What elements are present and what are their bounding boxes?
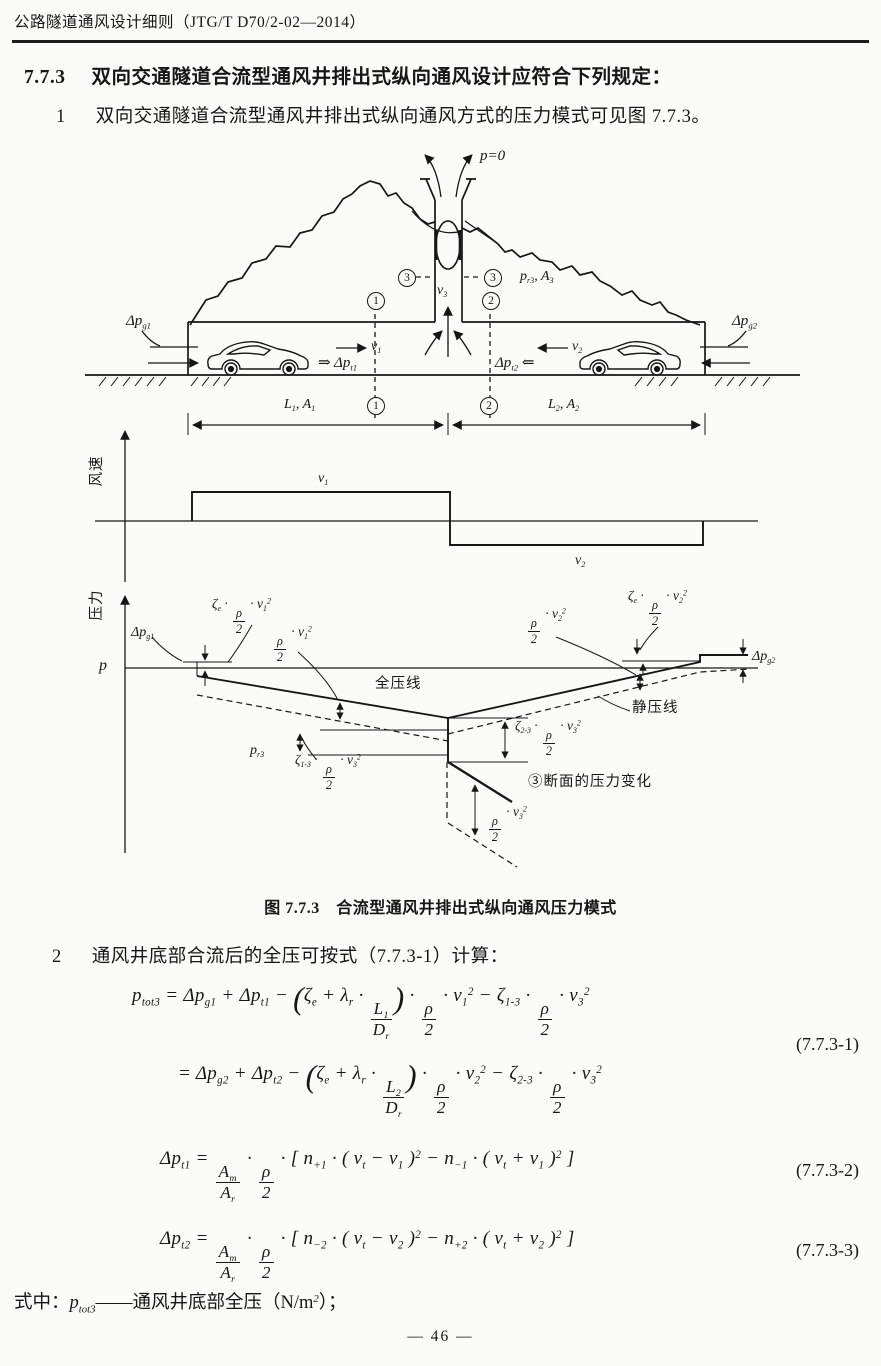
mountain-profile-right [461,226,701,326]
label-pr3: pr3 [250,743,265,760]
section3-diagonal-dashed [447,822,518,868]
total-line-right [447,654,748,719]
figure-7-7-3: p=0 Δpg1 Δpg2 3 3 pr3, A3 v3 1 2 v1 ⇒ Δp… [0,145,881,885]
shaft-inflow-arrow-right [453,330,472,356]
running-header: 公路隧道通风设计细则（JTG/T D70/2-02—2014） [14,14,366,31]
label-p-axis: p [99,657,107,674]
label-L2-A2: L2, A2 [548,397,580,414]
pr3-ref-lines [308,729,448,756]
equation-7731-number: (7.7.3-1) [796,1034,859,1054]
header-rule [12,40,869,43]
label-v1-step: v1 [318,471,329,488]
ground-hatches [98,376,771,387]
label-static-pressure-line: 静压线 [632,700,679,716]
section-3-marker-right: 3 [484,269,502,287]
exhaust-arrow-left [424,154,442,198]
item-1-number: 1 [56,107,66,127]
section-3-marker-left: 3 [398,269,416,287]
fan [435,220,461,270]
paragraph-item-1: 1 双向交通隧道合流型通风井排出式纵向通风方式的压力模式可见图 7.7.3。 [56,102,710,128]
speed-profile [191,491,704,546]
leader-zeta13 [301,737,317,760]
shaft-inflow-arrow-left [424,330,443,356]
static-line-right [447,668,751,735]
section-1-marker-bottom: 1 [367,397,385,415]
where-text: ——通风井底部全压（N/m2）； [95,1293,347,1313]
where-prefix: 式中： [14,1293,70,1313]
page-number: — 46 — [407,1328,474,1345]
total-line-left [196,675,449,719]
dpg1-arrows [148,346,198,363]
figure-caption: 图 7.7.3 合流型通风井排出式纵向通风压力模式 [264,900,617,917]
where-clause: 式中：ptot3——通风井底部全压（N/m2）； [14,1288,347,1316]
label-v1-flow: v1 [371,339,382,356]
equation-7732-number: (7.7.3-2) [796,1160,859,1180]
static-line-left [196,694,449,742]
item-1-text: 双向交通隧道合流型通风井排出式纵向通风方式的压力模式可见图 7.7.3。 [95,107,711,127]
leader-zetae-v2 [639,626,659,651]
section-2-marker-bottom: 2 [480,397,498,415]
left-step-ref [183,661,232,676]
car-left [207,341,309,376]
item-2-text: 通风井底部合流后的全压可按式（7.7.3-1）计算： [91,947,509,967]
dpg2-leader [727,330,747,347]
label-dpg2-chart: Δpg2 [752,649,776,666]
label-v2-flow: v2 [572,339,583,356]
shaft-walls [434,200,463,322]
where-symbol: ptot3 [69,1293,96,1316]
leader-dpg1-chart [151,636,183,662]
label-section3-change: ③断面的压力变化 [528,774,652,790]
label-L1-A1: L1, A1 [284,397,316,414]
section-heading: 7.7.3 双向交通隧道合流型通风井排出式纵向通风设计应符合下列规定： [24,60,672,89]
label-v3: v3 [437,283,448,300]
label-dpg2-top: Δpg2 [732,313,757,331]
leader-zetae-v1 [227,624,253,663]
item-2-number: 2 [52,947,62,967]
fan-mounts [434,230,462,260]
shaft-funnel [420,178,476,201]
leader-rho-v1 [297,651,339,701]
section-2-marker-top: 2 [482,292,500,310]
mountain-profile [189,180,436,326]
mountain-ridge-detail [411,210,498,244]
section-1-marker-top: 1 [367,292,385,310]
label-p0: p=0 [480,148,506,164]
label-dpt2: Δpt2 ⇐ [495,355,535,373]
label-v2-step: v2 [575,553,586,570]
section-title: 双向交通隧道合流型通风井排出式纵向通风设计应符合下列规定： [91,67,672,88]
dpg2-arrows [700,346,750,363]
speed-axis-label: 风速 [89,455,106,487]
section3-change-line [447,761,513,803]
car-right [579,341,681,376]
zeta23-ref-lines [448,717,528,763]
dim-extensions [187,413,706,435]
figure-line-art [85,154,800,868]
label-pr3-A3: pr3, A3 [520,269,554,286]
exhaust-arrow-right [455,154,473,198]
leader-rho-v2 [555,636,637,676]
equation-7733-number: (7.7.3-3) [796,1240,859,1260]
section-number: 7.7.3 [24,67,66,88]
label-dpg1-top: Δpg1 [126,313,151,331]
label-dpg1-chart: Δpg1 [131,625,155,642]
label-total-pressure-line: 全压线 [375,676,422,692]
label-dpt1: ⇒ Δpt1 [318,355,358,373]
dpg1-leader [141,330,161,347]
leader-static [597,695,631,712]
pressure-axis-label: 压力 [89,589,106,621]
paragraph-item-2: 2 通风井底部合流后的全压可按式（7.7.3-1）计算： [52,942,509,968]
